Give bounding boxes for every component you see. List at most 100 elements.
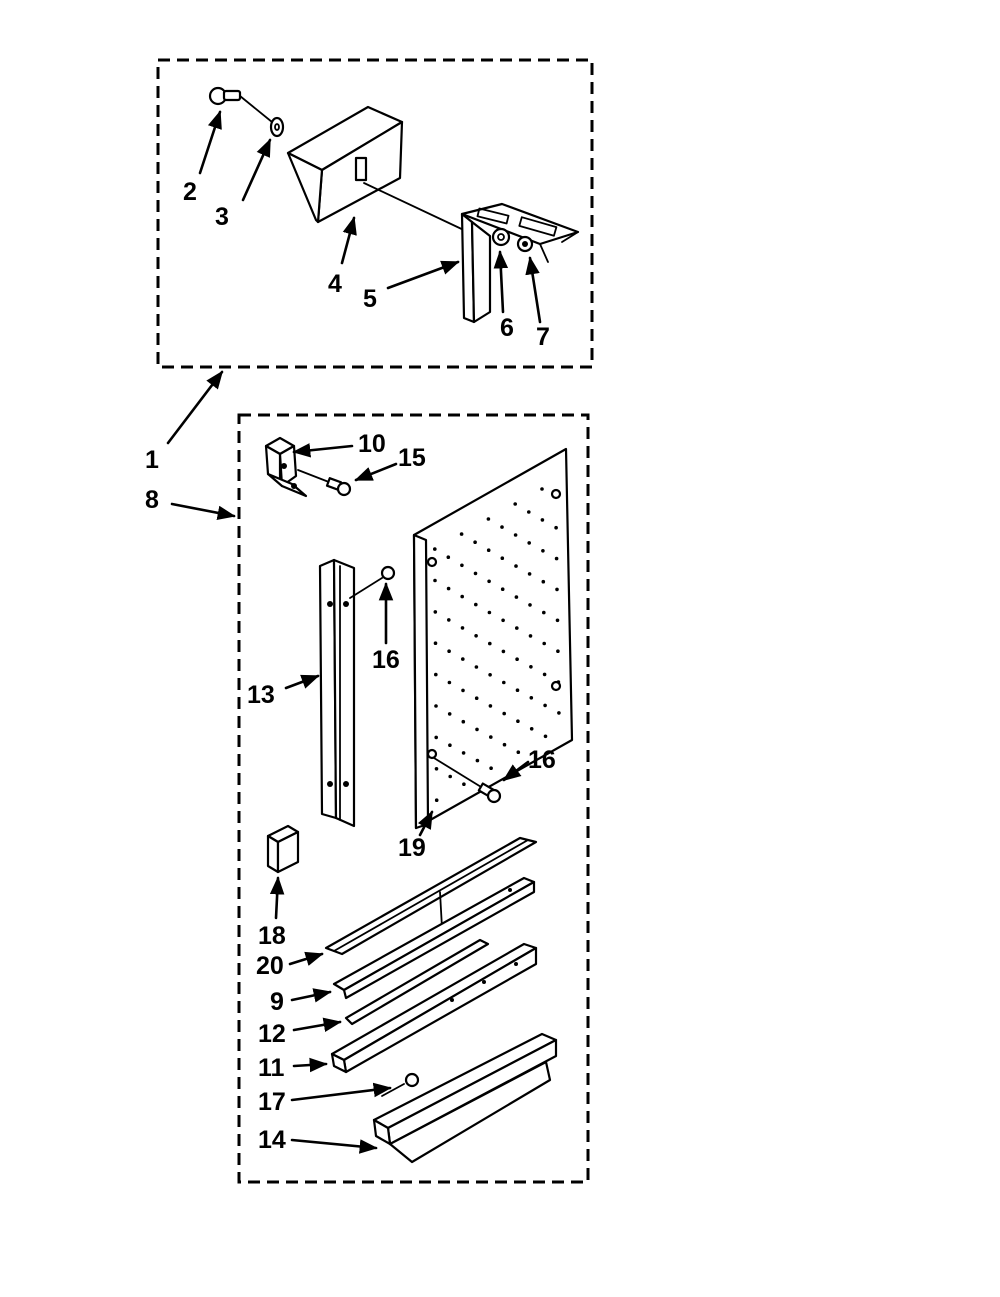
perforation-dot xyxy=(474,696,479,700)
perforation-dot xyxy=(488,704,493,708)
perforation-dot xyxy=(527,541,531,545)
perforation-dot xyxy=(487,579,491,584)
callout-13: 13 xyxy=(247,681,275,709)
perforation-dot xyxy=(501,649,506,654)
perforation-dot xyxy=(447,712,452,716)
perforation-dot xyxy=(500,556,505,560)
kit-1-boundary xyxy=(156,58,594,369)
perforation-dot xyxy=(462,782,466,786)
callout-2: 2 xyxy=(183,178,197,206)
bar-part-11 xyxy=(330,942,538,1074)
callout-4: 4 xyxy=(328,270,342,298)
perforation-dot xyxy=(540,487,544,491)
perforation-dot xyxy=(529,727,534,731)
perforation-dot xyxy=(461,657,465,661)
callout-5: 5 xyxy=(363,285,377,313)
strip-part-12 xyxy=(344,938,490,1026)
perforation-dot xyxy=(557,711,561,715)
panel-perforations xyxy=(433,487,561,802)
perforation-dot xyxy=(488,673,492,677)
angle-bracket-part-10 xyxy=(264,436,308,498)
strip-part-9 xyxy=(332,876,536,1000)
perforation-dot xyxy=(474,665,479,669)
perforation-dot xyxy=(486,548,491,552)
callout-8: 8 xyxy=(145,486,159,514)
perforation-dot xyxy=(528,634,533,638)
perforation-dot xyxy=(502,711,507,716)
callout-11: 11 xyxy=(258,1054,285,1082)
perforation-dot xyxy=(434,767,439,771)
perforation-dot xyxy=(516,719,520,723)
perforation-dot xyxy=(448,774,453,779)
perforation-dot xyxy=(554,556,559,561)
perforated-panel-part-19 xyxy=(412,447,574,830)
perforation-dot xyxy=(434,798,439,802)
perforation-dot xyxy=(473,571,478,576)
perforation-dot xyxy=(513,502,517,506)
perforation-dot xyxy=(516,750,521,754)
nut-part-6 xyxy=(491,227,511,247)
perforation-dot xyxy=(515,626,519,630)
perforation-dot xyxy=(527,572,532,576)
perforation-dot xyxy=(461,688,465,693)
perforation-dot xyxy=(489,735,493,739)
washer-part-3 xyxy=(269,116,285,138)
perforation-dot xyxy=(461,719,466,724)
perforation-dot xyxy=(555,618,560,623)
screw-part-17 xyxy=(381,1072,420,1097)
perforation-dot xyxy=(527,510,531,514)
callout-15: 15 xyxy=(398,444,426,472)
perforation-dot xyxy=(514,595,519,599)
cover-part-4 xyxy=(286,105,404,224)
perforation-dot xyxy=(434,735,439,740)
perforation-dot xyxy=(500,525,504,529)
perforation-dot xyxy=(459,532,464,536)
perforation-dot xyxy=(556,649,560,653)
perforation-dot xyxy=(515,688,520,692)
perforation-dot xyxy=(474,602,478,607)
perforation-dot xyxy=(528,603,532,607)
washer-part-7 xyxy=(516,235,534,253)
perforation-dot xyxy=(488,641,492,646)
perforation-dot xyxy=(433,610,438,614)
callout-6: 6 xyxy=(500,314,514,342)
perforation-dot xyxy=(447,618,451,622)
perforation-dot xyxy=(475,758,480,763)
callout-12: 12 xyxy=(258,1020,286,1048)
screw-part-2 xyxy=(208,86,242,106)
perforation-dot xyxy=(460,563,464,568)
perforation-dot xyxy=(543,734,548,739)
perforation-dot xyxy=(502,742,507,747)
bracket-part-5 xyxy=(460,202,580,324)
screw-part-16-upper xyxy=(349,565,396,599)
perforation-dot xyxy=(541,549,545,553)
callout-17: 17 xyxy=(258,1088,286,1116)
screw-part-15 xyxy=(297,469,352,497)
callout-9: 9 xyxy=(270,988,284,1016)
perforation-dot xyxy=(433,578,437,583)
callout-16-lower: 16 xyxy=(528,746,556,774)
perforation-dot xyxy=(473,540,477,544)
perforation-dot xyxy=(433,641,438,645)
callout-20: 20 xyxy=(256,952,284,980)
perforation-dot xyxy=(541,579,546,584)
callout-10: 10 xyxy=(358,430,386,458)
callout-14: 14 xyxy=(258,1126,286,1154)
screw-part-16-lower xyxy=(433,757,502,804)
perforation-dot xyxy=(515,657,519,661)
kit-8-boundary xyxy=(237,413,590,1184)
perforation-dot xyxy=(554,525,558,530)
perforation-dot xyxy=(540,518,545,522)
perforation-dot xyxy=(542,641,546,646)
perforation-dot xyxy=(447,649,451,653)
callout-19: 19 xyxy=(398,834,426,862)
perforation-dot xyxy=(542,610,546,615)
channel-part-13 xyxy=(318,558,356,828)
perforation-dot xyxy=(542,672,547,677)
perforation-dot xyxy=(514,564,518,568)
perforation-dot xyxy=(434,704,438,708)
perforation-dot xyxy=(501,618,505,623)
perforation-dot xyxy=(433,547,437,551)
callout-18: 18 xyxy=(258,922,286,950)
